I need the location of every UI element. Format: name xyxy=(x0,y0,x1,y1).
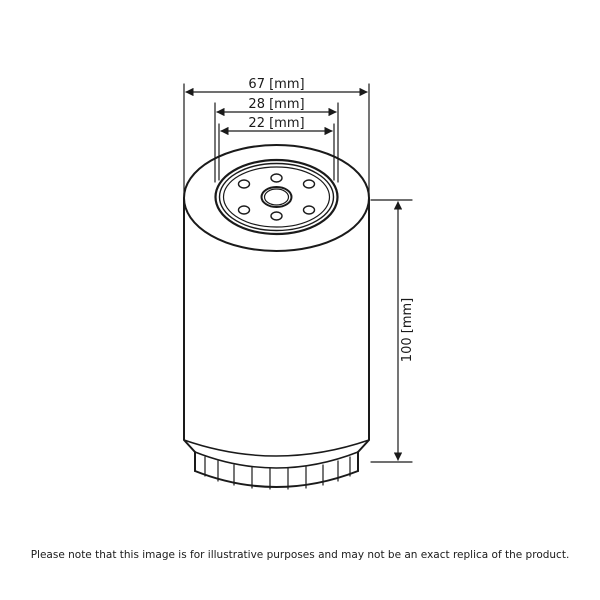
center-thread-hole xyxy=(260,186,293,208)
dim-outer xyxy=(183,83,370,197)
dim-height xyxy=(370,199,413,463)
base-ring-ribs xyxy=(204,456,351,490)
outer-diameter-label: 67 [mm] xyxy=(248,77,304,92)
filter-body xyxy=(183,144,370,490)
height-label: 100 [mm] xyxy=(400,298,415,362)
dim-gasket xyxy=(214,102,339,183)
disclaimer-note: Please note that this image is for illus… xyxy=(30,549,570,561)
base-plate xyxy=(222,166,331,228)
thread-diameter-label: 22 [mm] xyxy=(248,116,304,131)
gasket xyxy=(214,158,339,236)
inlet-holes xyxy=(237,173,316,221)
dim-thread xyxy=(218,123,335,181)
gasket-diameter-label: 28 [mm] xyxy=(248,97,304,112)
